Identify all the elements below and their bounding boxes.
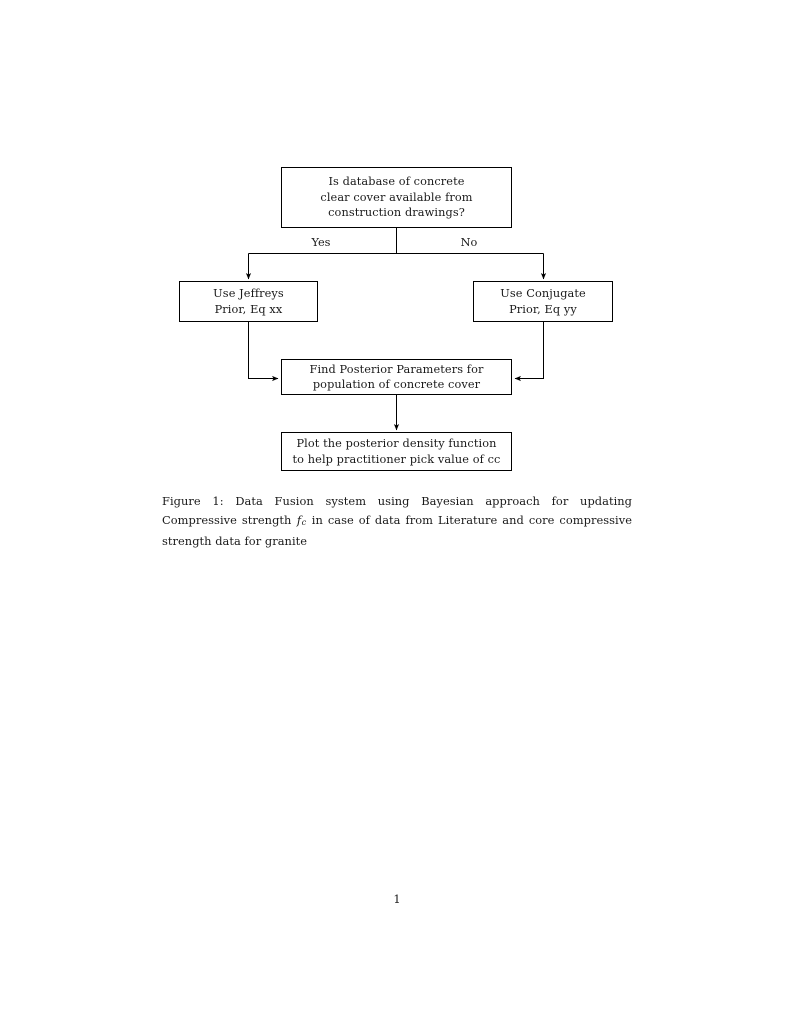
process-node-conjugate-prior[interactable]: Use Conjugate Prior, Eq yy bbox=[473, 281, 613, 322]
edge-label-no: No bbox=[460, 236, 478, 249]
node-text-line: Is database of concrete bbox=[328, 175, 465, 189]
node-text-line: Use Conjugate bbox=[500, 287, 586, 300]
node-text-line: Prior, Eq xx bbox=[214, 302, 283, 316]
figure-caption-text-after: in case of data from Literature and core… bbox=[162, 512, 632, 548]
edge-label-yes: Yes bbox=[311, 236, 331, 249]
flowchart-connectors bbox=[245, 228, 547, 431]
process-node-plot-posterior-density[interactable]: Plot the posterior density function to h… bbox=[281, 432, 512, 471]
math-subscript-c: c bbox=[301, 517, 307, 528]
process-node-jeffreys-prior[interactable]: Use Jeffreys Prior, Eq xx bbox=[179, 281, 318, 322]
node-text-line: Prior, Eq yy bbox=[509, 302, 577, 316]
figure-caption-label: Figure 1: bbox=[162, 494, 224, 508]
figure-caption-text-before: Data Fusion system using Bayesian approa… bbox=[162, 494, 633, 527]
node-text-line: to help practitioner pick value of cc bbox=[292, 452, 501, 466]
math-symbol-f: f bbox=[296, 512, 302, 527]
node-text-line: construction drawings? bbox=[328, 206, 465, 220]
node-text-line: Plot the posterior density function bbox=[296, 437, 497, 450]
node-text-line: population of concrete cover bbox=[312, 378, 481, 391]
figure-flowchart: Is database of concrete clear cover avai… bbox=[0, 0, 794, 500]
node-text-line: clear cover available from bbox=[320, 190, 473, 204]
node-text-line: Use Jeffreys bbox=[213, 287, 284, 300]
node-text-line: Find Posterior Parameters for bbox=[309, 362, 484, 376]
figure-caption: Figure 1: Data Fusion system using Bayes… bbox=[162, 492, 632, 551]
page-number: 1 bbox=[393, 892, 401, 906]
process-node-find-posterior-parameters[interactable]: Find Posterior Parameters for population… bbox=[281, 359, 512, 395]
connector-conjugate-to-posterior bbox=[514, 322, 544, 382]
decision-node-database-available[interactable]: Is database of concrete clear cover avai… bbox=[281, 167, 512, 228]
connector-jeffreys-to-posterior bbox=[248, 322, 279, 382]
